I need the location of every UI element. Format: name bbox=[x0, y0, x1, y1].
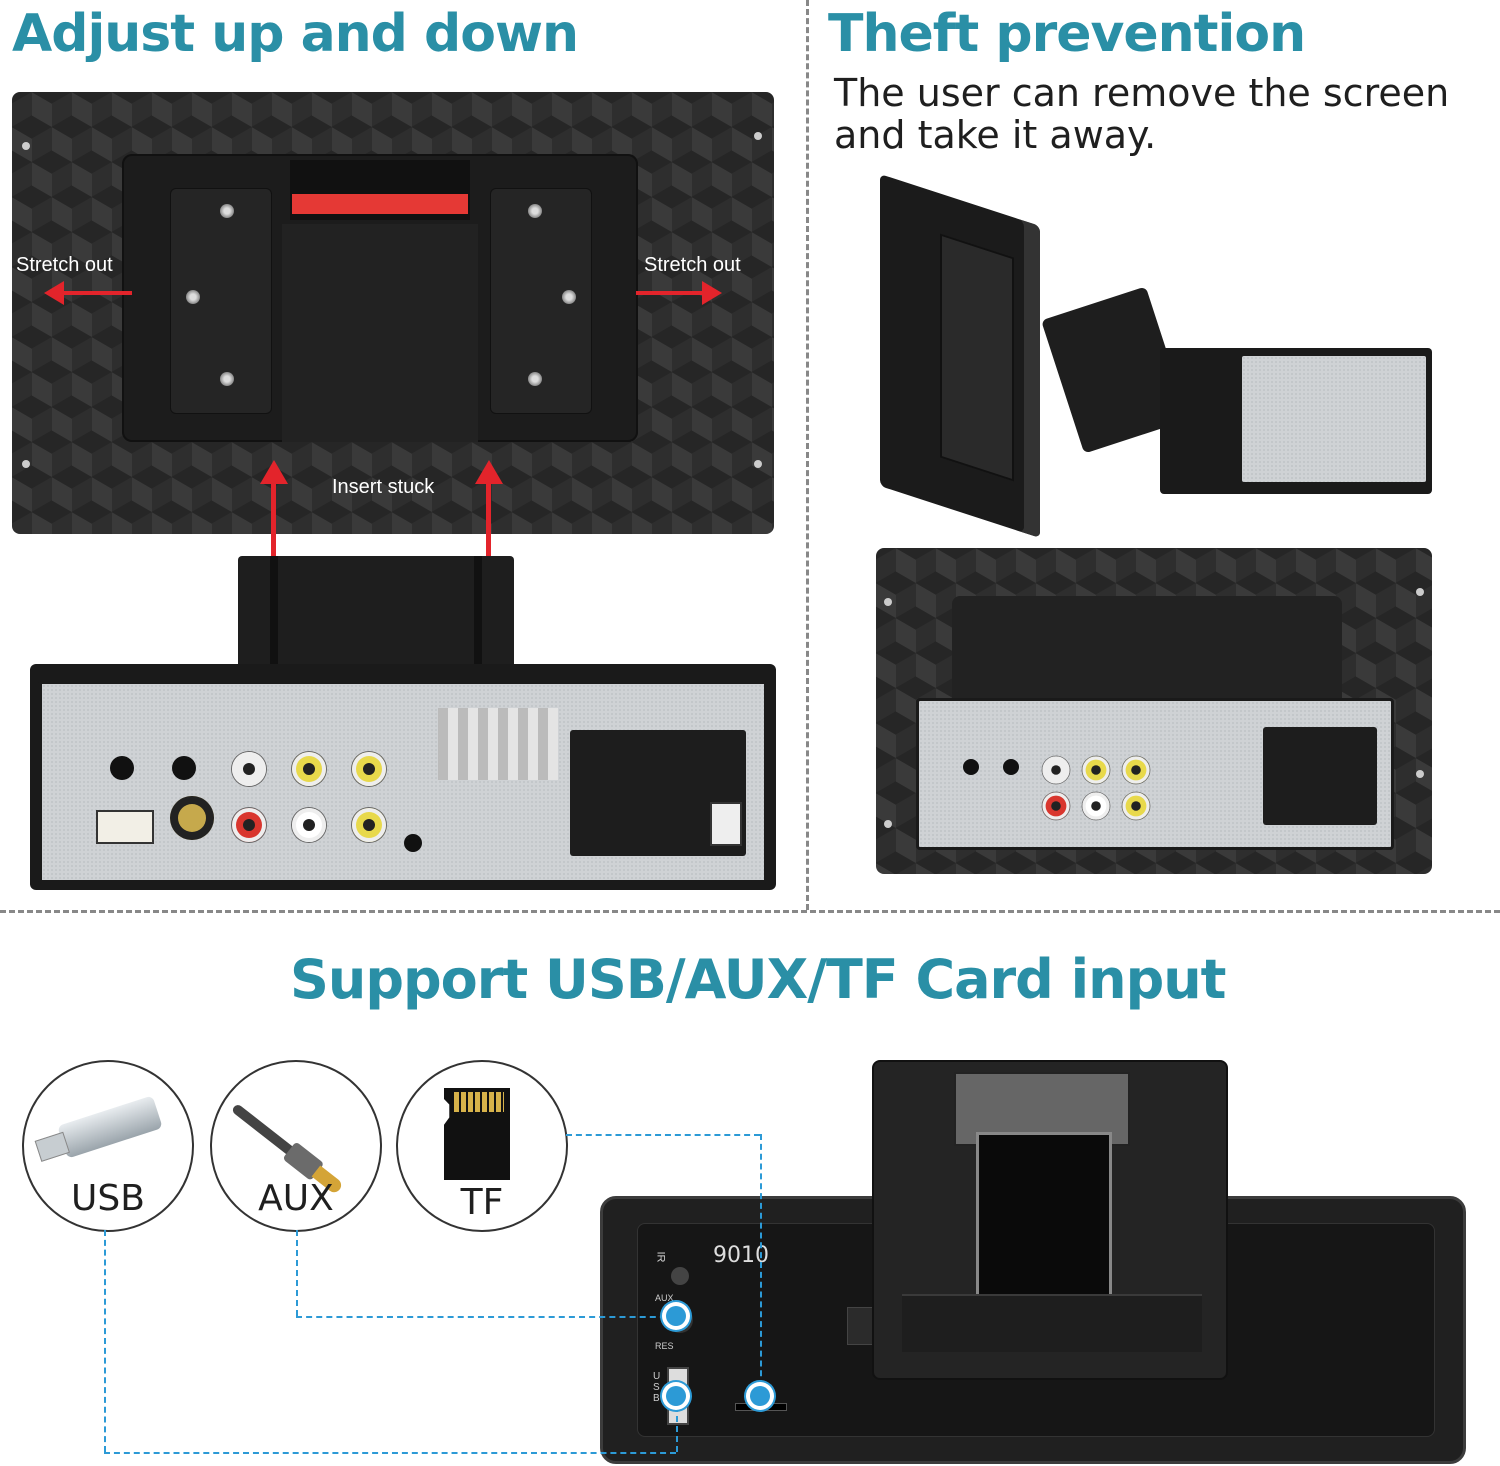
insert-arrow-right bbox=[486, 482, 491, 586]
screen-back-panel: Stretch out Stretch out Insert stuck bbox=[12, 92, 774, 534]
usb-connector-line-down bbox=[104, 1230, 106, 1452]
usb-label: USB bbox=[71, 1178, 145, 1219]
horizontal-divider bbox=[0, 910, 1500, 913]
tf-connector-line-down bbox=[760, 1134, 762, 1396]
usb-connector-line-across bbox=[104, 1452, 676, 1454]
theft-heading: Theft prevention bbox=[828, 4, 1306, 64]
res-label: RES bbox=[655, 1341, 674, 1351]
insert-arrow-right-head-icon bbox=[475, 460, 503, 484]
tf-port-marker bbox=[750, 1386, 770, 1406]
aux-cable-icon bbox=[230, 1103, 344, 1196]
aux-connector-line-across bbox=[296, 1316, 676, 1318]
insert-stuck-label: Insert stuck bbox=[332, 476, 435, 498]
aux-port-marker bbox=[666, 1306, 686, 1326]
usb-connector-line-up bbox=[676, 1396, 678, 1452]
detached-screen bbox=[880, 174, 1040, 538]
usb-drive-icon bbox=[34, 1095, 163, 1162]
tf-card-icon bbox=[444, 1088, 510, 1180]
mount-bracket bbox=[238, 556, 514, 668]
support-heading: Support USB/AUX/TF Card input bbox=[290, 948, 1226, 1011]
tf-circle: TF bbox=[396, 1060, 568, 1232]
arrow-left-head-icon bbox=[44, 281, 64, 305]
usb-port-label: USB bbox=[653, 1371, 661, 1404]
front-bracket bbox=[872, 1060, 1228, 1380]
aux-label: AUX bbox=[258, 1178, 334, 1219]
aux-connector-line-down bbox=[296, 1230, 298, 1316]
aux-port-label: AUX bbox=[655, 1293, 674, 1303]
stretch-out-right-label: Stretch out bbox=[644, 254, 741, 276]
ir-sensor bbox=[671, 1267, 689, 1285]
detached-chassis bbox=[1160, 348, 1432, 494]
vertical-divider bbox=[806, 0, 809, 910]
insert-arrow-left-head-icon bbox=[260, 460, 288, 484]
tf-connector-line-across bbox=[566, 1134, 760, 1136]
head-unit-rear bbox=[30, 664, 776, 890]
aux-circle: AUX bbox=[210, 1060, 382, 1232]
usb-circle: USB bbox=[22, 1060, 194, 1232]
arrow-left bbox=[60, 291, 132, 295]
insert-arrow-left bbox=[271, 482, 276, 586]
theft-description: The user can remove the screen and take … bbox=[834, 71, 1450, 157]
adjust-heading: Adjust up and down bbox=[12, 4, 579, 64]
arrow-right-head-icon bbox=[702, 281, 722, 305]
mount-plate bbox=[122, 154, 638, 442]
ir-label: IR bbox=[654, 1251, 667, 1263]
arrow-right bbox=[636, 291, 704, 295]
model-label: 9010 bbox=[713, 1243, 769, 1268]
usb-port-marker bbox=[666, 1386, 686, 1406]
tf-label: TF bbox=[460, 1182, 504, 1223]
assembled-unit bbox=[876, 548, 1432, 874]
stretch-out-left-label: Stretch out bbox=[16, 254, 113, 276]
